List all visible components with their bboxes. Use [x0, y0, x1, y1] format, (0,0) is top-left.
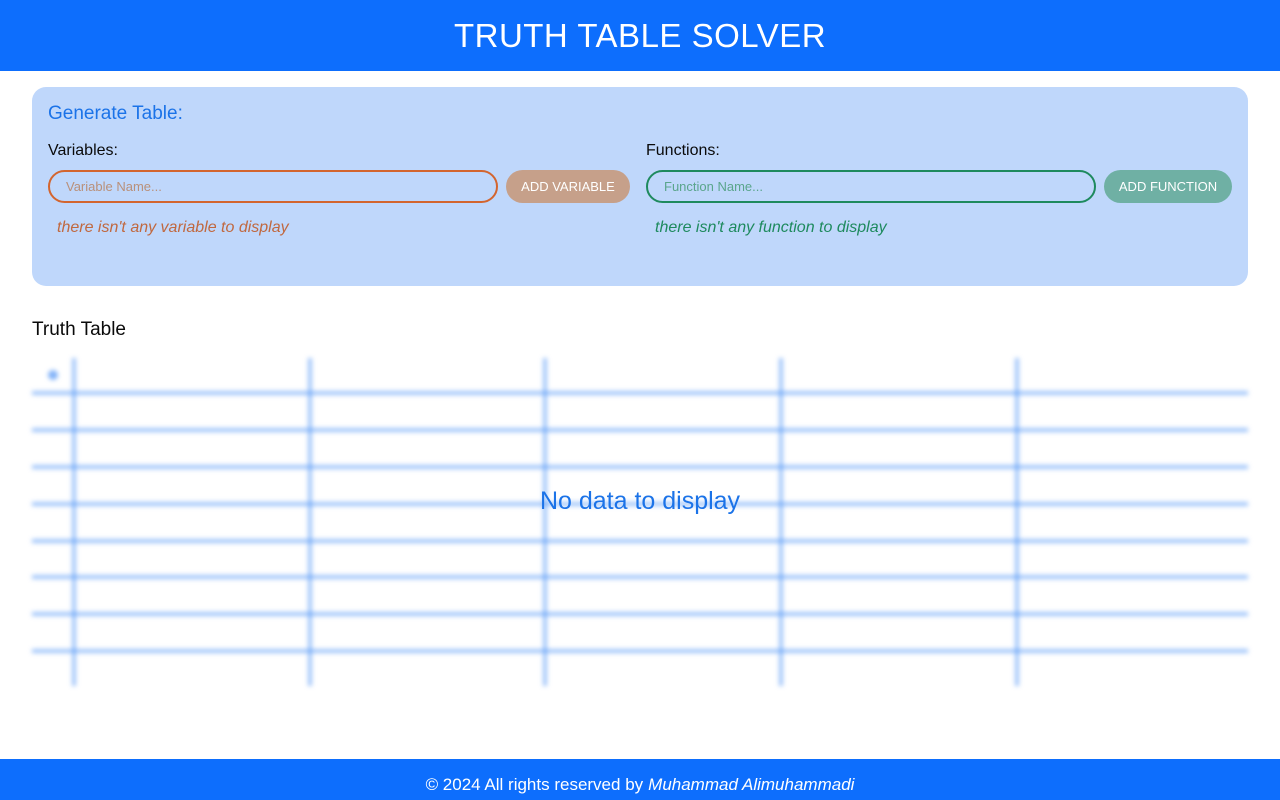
generate-table-title: Generate Table: — [48, 103, 183, 124]
truth-table-title: Truth Table — [32, 319, 126, 340]
footer-copyright: © 2024 All rights reserved by — [425, 774, 644, 794]
grid-marker — [48, 370, 58, 380]
app-header: TRUTH TABLE SOLVER — [0, 0, 1280, 71]
generate-table-panel: Generate Table: Variables: ADD VARIABLE … — [32, 87, 1248, 286]
variables-empty-message: there isn't any variable to display — [57, 219, 289, 236]
function-name-input[interactable] — [646, 170, 1096, 203]
functions-label: Functions: — [646, 142, 720, 159]
no-data-message: No data to display — [539, 487, 741, 515]
no-data-message-container: No data to display — [32, 356, 1248, 651]
functions-empty-message: there isn't any function to display — [655, 219, 887, 236]
truth-table-placeholder: No data to display — [32, 356, 1248, 688]
app-footer: © 2024 All rights reserved by Muhammad A… — [0, 759, 1280, 800]
add-variable-button[interactable]: ADD VARIABLE — [506, 170, 630, 203]
app-title: TRUTH TABLE SOLVER — [453, 16, 827, 54]
variables-label: Variables: — [48, 142, 118, 159]
add-function-button[interactable]: ADD FUNCTION — [1104, 170, 1232, 203]
variable-name-input[interactable] — [48, 170, 498, 203]
blurred-table-grid — [32, 358, 1248, 686]
footer-author: Muhammad Alimuhammadi — [648, 774, 855, 794]
